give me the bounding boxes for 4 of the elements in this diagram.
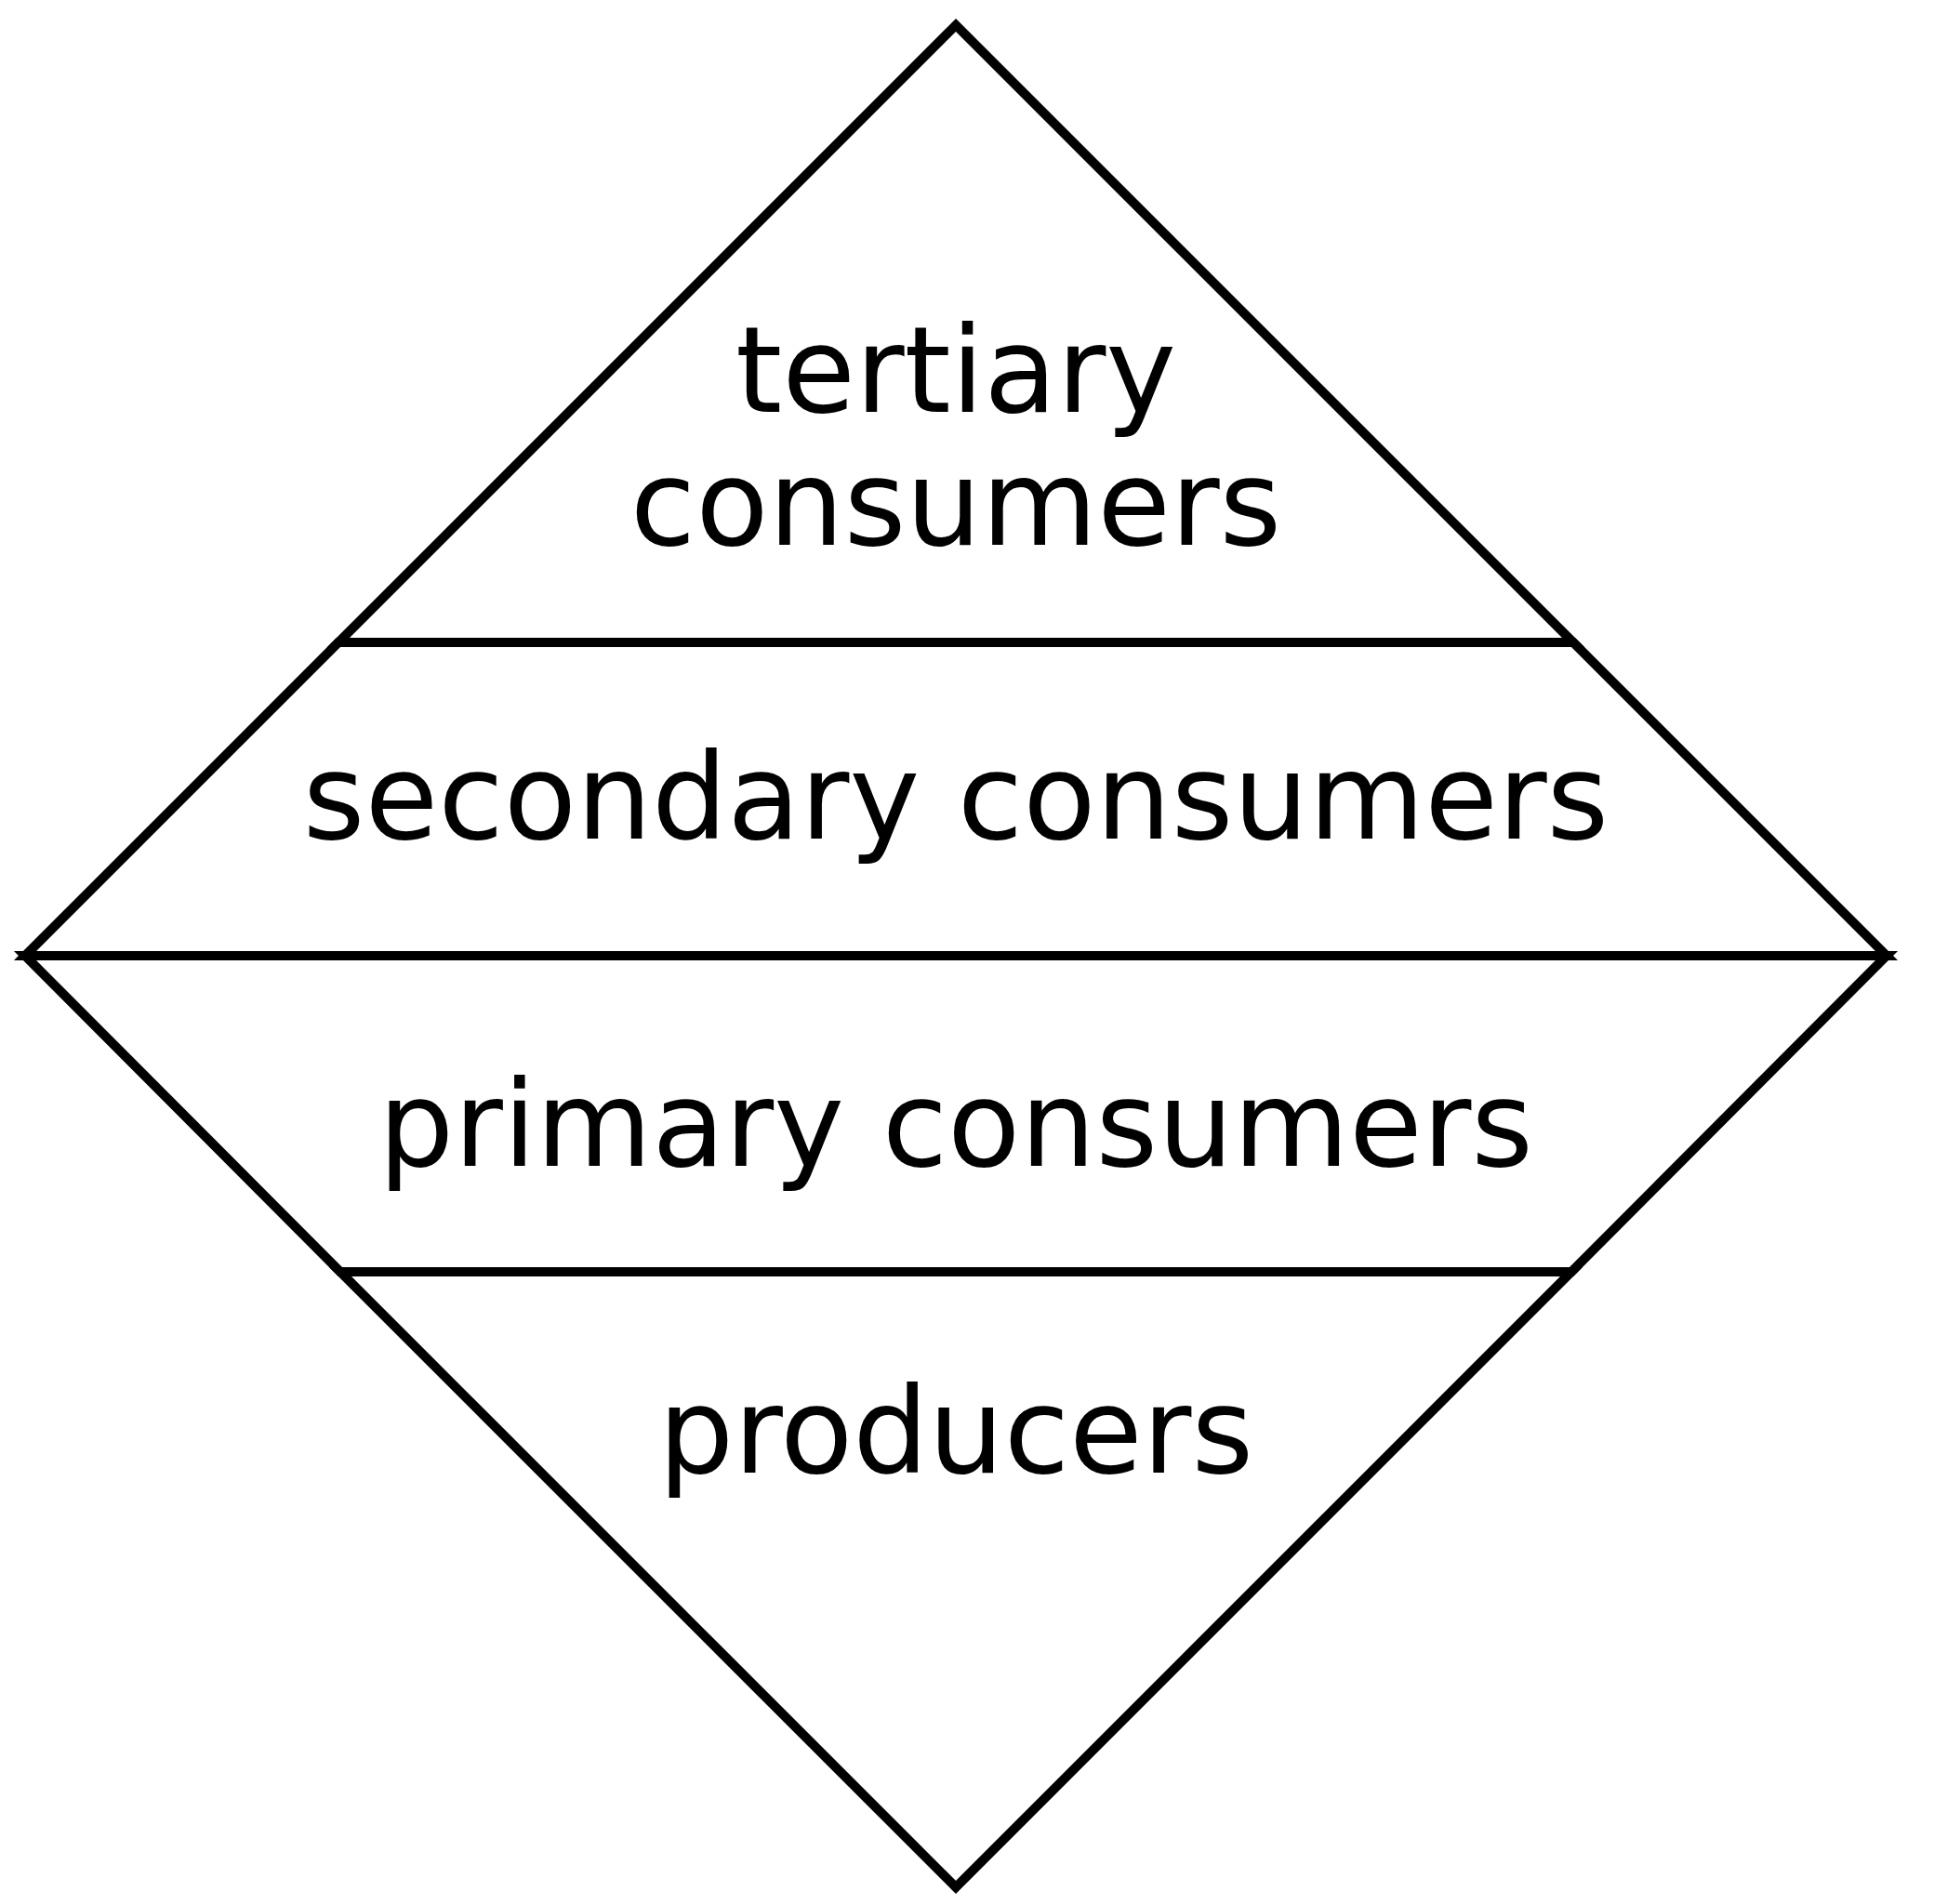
band-label: tertiary consumers [629,304,1283,571]
band-label: producers [656,1365,1255,1499]
band-label: primary consumers [378,1058,1534,1192]
band-label: secondary consumers [301,731,1610,865]
